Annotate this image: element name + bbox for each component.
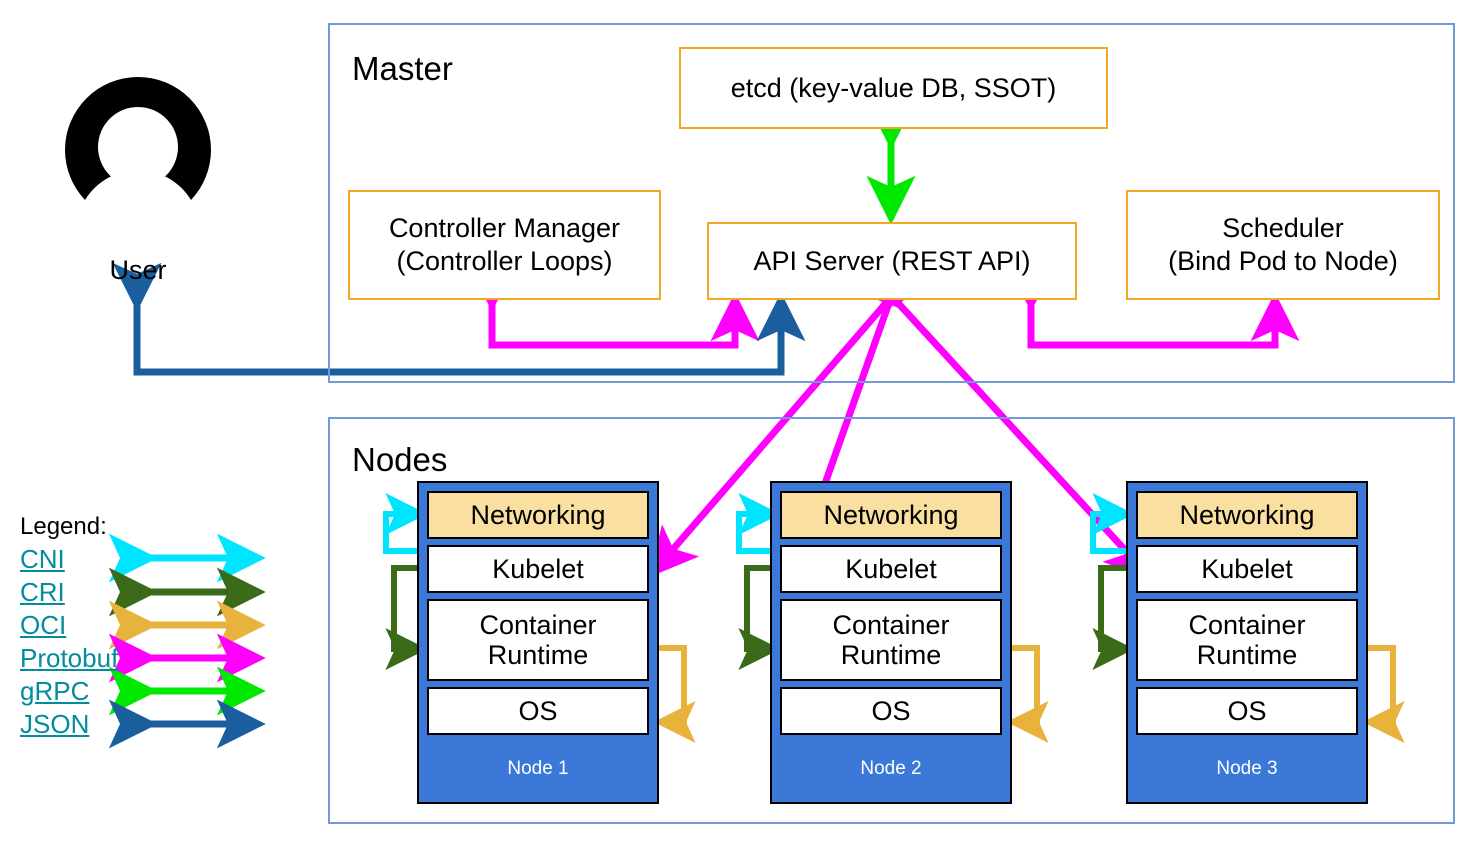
legend-item-protobuf[interactable]: Protobuf [20,643,119,673]
user-label: User [109,255,167,285]
node-2-container-runtime-line2: Runtime [840,640,942,670]
node-3-container-runtime[interactable]: Container Runtime [1136,599,1358,681]
scheduler-line1: Scheduler [1222,213,1344,243]
legend-item-cri[interactable]: CRI [20,577,65,607]
arrow-oci-node1 [653,645,696,743]
node-3-container-runtime-line1: Container [1188,610,1306,640]
controller-manager-line1: Controller Manager [388,213,621,243]
node-3-os[interactable]: OS [1136,687,1358,735]
node-2-os[interactable]: OS [780,687,1002,735]
node-2-container-runtime[interactable]: Container Runtime [780,599,1002,681]
node-2-kubelet[interactable]: Kubelet [780,545,1002,593]
node-1-os[interactable]: OS [427,687,649,735]
arrow-cni-node2 [736,493,781,554]
node-2-container-runtime-line1: Container [832,610,950,640]
master-title: Master [352,50,453,87]
arrow-oci-node3 [1362,645,1405,743]
controller-manager-box[interactable]: Controller Manager (Controller Loops) [348,190,661,300]
node-1-name: Node 1 [507,758,569,779]
scheduler-box[interactable]: Scheduler (Bind Pod to Node) [1126,190,1440,300]
node-2-networking[interactable]: Networking [780,491,1002,539]
scheduler-line2: (Bind Pod to Node) [1168,246,1398,276]
api-server-box[interactable]: API Server (REST API) [707,222,1077,300]
node-3[interactable]: Networking Kubelet Container Runtime OS … [1126,481,1368,804]
legend-item-json[interactable]: JSON [20,709,90,739]
node-3-container-runtime-line2: Runtime [1196,640,1298,670]
node-1-container-runtime-line1: Container [479,610,597,640]
node-1-networking[interactable]: Networking [427,491,649,539]
node-1-container-runtime[interactable]: Container Runtime [427,599,649,681]
node-1-kubelet[interactable]: Kubelet [427,545,649,593]
node-2-name: Node 2 [860,758,922,779]
arrow-cri-node2 [738,565,781,670]
arrow-cni-node3 [1090,493,1135,554]
arrow-cri-node1 [385,565,428,670]
etcd-box[interactable]: etcd (key-value DB, SSOT) [679,47,1108,129]
node-3-name: Node 3 [1216,758,1278,779]
node-3-kubelet[interactable]: Kubelet [1136,545,1358,593]
arrow-cri-node3 [1092,565,1135,670]
arrow-oci-node2 [1006,645,1049,743]
master-frame [328,23,1455,383]
arrow-cni-node1 [383,493,428,554]
nodes-title: Nodes [352,441,448,478]
node-3-networking[interactable]: Networking [1136,491,1358,539]
user-avatar-icon [65,77,211,200]
nodes-frame [328,417,1455,824]
node-2[interactable]: Networking Kubelet Container Runtime OS … [770,481,1012,804]
node-1-container-runtime-line2: Runtime [487,640,589,670]
node-1[interactable]: Networking Kubelet Container Runtime OS … [417,481,659,804]
legend-item-oci[interactable]: OCI [20,610,67,640]
legend-title: Legend: [20,513,107,540]
legend-item-cni[interactable]: CNI [20,544,65,574]
controller-manager-line2: (Controller Loops) [396,246,613,276]
legend-item-grpc[interactable]: gRPC [20,676,90,706]
